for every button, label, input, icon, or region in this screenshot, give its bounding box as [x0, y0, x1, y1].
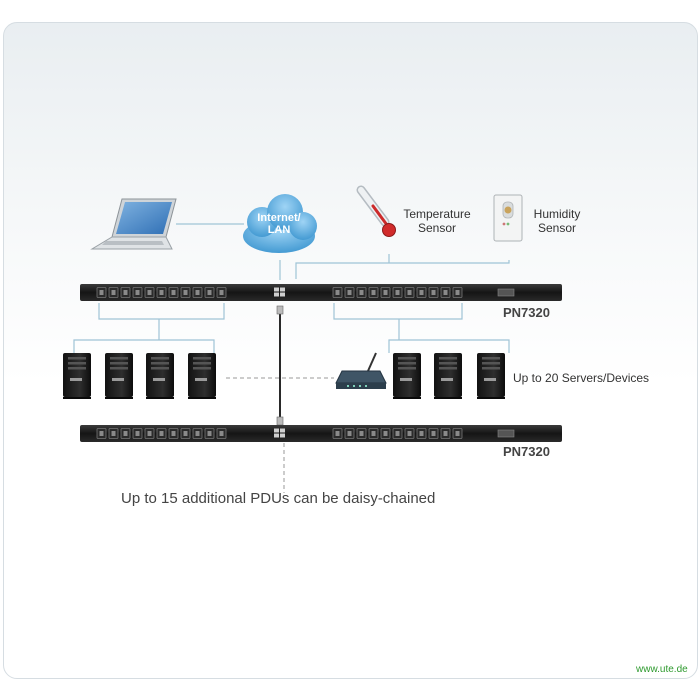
- server-tower-icon: [146, 353, 174, 399]
- cloud-icon: [243, 194, 317, 253]
- pdu-strip-2: [80, 425, 562, 442]
- server-tower-icon: [434, 353, 462, 399]
- humidity-label-line1: Humidity: [533, 207, 581, 221]
- temperature-sensor-label: Temperature Sensor: [396, 207, 478, 235]
- temperature-label-line2: Sensor: [417, 221, 457, 235]
- server-tower-icon: [188, 353, 216, 399]
- server-tower-icon: [393, 353, 421, 399]
- diagram-canvas: [63, 185, 562, 493]
- pdu-strip-1: [80, 284, 562, 301]
- server-tower-icon: [477, 353, 505, 399]
- cloud-label-line1: Internet/: [257, 212, 301, 224]
- network-link: [226, 377, 334, 493]
- footer-watermark: www.ute.de: [636, 664, 688, 675]
- humidity-sensor-icon: [493, 194, 523, 242]
- pdu-2-model-label: PN7320: [503, 444, 550, 459]
- laptop-icon: [90, 198, 177, 250]
- temperature-label-line1: Temperature: [403, 207, 471, 221]
- server-tower-icon: [63, 353, 91, 399]
- daisy-chain-label: Up to 15 additional PDUs can be daisy-ch…: [121, 490, 436, 507]
- thermometer-icon: [356, 185, 396, 237]
- cloud-label: Internet/ LAN: [250, 212, 308, 236]
- cloud-label-line2: LAN: [267, 224, 291, 236]
- servers-devices-label: Up to 20 Servers/Devices: [513, 371, 650, 385]
- daisy-chain-cable: [276, 305, 284, 426]
- server-group-right: [393, 353, 505, 399]
- router-icon: [335, 352, 387, 389]
- pdu-1-model-label: PN7320: [503, 305, 550, 320]
- humidity-sensor-label: Humidity Sensor: [526, 207, 588, 235]
- connector-lines: [73, 223, 510, 353]
- humidity-label-line2: Sensor: [537, 221, 577, 235]
- server-tower-icon: [105, 353, 133, 399]
- server-group-left: [63, 353, 216, 399]
- diagram-panel: Internet/ LAN Temperature Sensor Humidit…: [3, 22, 698, 679]
